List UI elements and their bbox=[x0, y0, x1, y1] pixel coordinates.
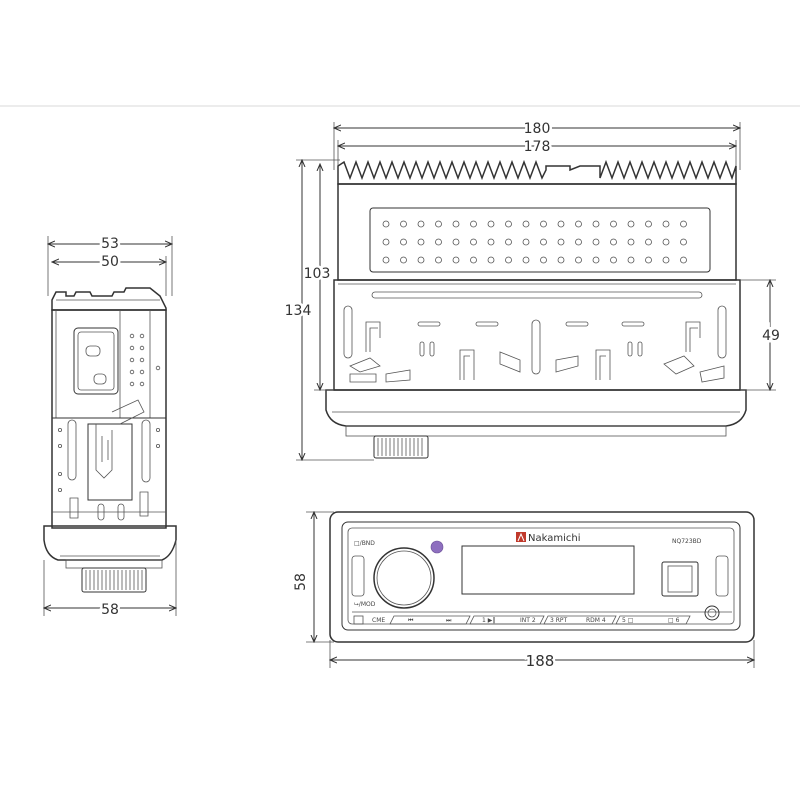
vent-hole bbox=[540, 220, 547, 228]
left-side-button[interactable] bbox=[351, 555, 365, 597]
vent-hole bbox=[680, 256, 687, 264]
vent-hole bbox=[400, 238, 407, 246]
cme-button[interactable]: CME bbox=[372, 617, 385, 624]
prev-button[interactable]: ⏮ bbox=[408, 617, 414, 624]
vent-hole bbox=[522, 256, 530, 264]
vent-hole bbox=[400, 256, 407, 264]
vent-hole bbox=[470, 256, 477, 264]
dim-front-58: 58 bbox=[293, 573, 309, 591]
vent-hole bbox=[382, 238, 390, 246]
front-view: Nakamichi NQ723BD □/BND ⮡/MOD CME ⏮ ⏭ 1 … bbox=[291, 512, 754, 673]
vent-hole bbox=[505, 256, 512, 264]
right-side-button[interactable] bbox=[715, 555, 729, 597]
preset-2-button[interactable]: INT 2 bbox=[520, 617, 536, 624]
vent-hole bbox=[645, 220, 652, 228]
vent-hole bbox=[487, 256, 495, 264]
preset-1-button[interactable]: 1 ▶‖ bbox=[482, 617, 495, 624]
vent-hole bbox=[400, 220, 407, 228]
band-button-label[interactable]: □/BND bbox=[354, 540, 375, 547]
side-view: 53 50 bbox=[44, 234, 176, 621]
vent-hole bbox=[470, 220, 477, 228]
dim-right-49: 49 bbox=[762, 328, 780, 344]
sd-card-slot[interactable] bbox=[661, 561, 699, 597]
brand-name: Nakamichi bbox=[528, 533, 581, 544]
vent-hole bbox=[540, 238, 547, 246]
vent-hole bbox=[680, 238, 687, 246]
vent-hole bbox=[487, 220, 495, 228]
vent-hole bbox=[382, 256, 390, 264]
usb-icon bbox=[353, 615, 364, 625]
vent-hole bbox=[627, 220, 635, 228]
vent-hole bbox=[487, 238, 495, 246]
vent-hole bbox=[557, 220, 565, 228]
vent-hole bbox=[575, 238, 582, 246]
dim-side-53: 53 bbox=[101, 236, 119, 252]
vent-hole bbox=[680, 220, 687, 228]
vent-hole bbox=[417, 220, 425, 228]
preset-4-button[interactable]: RDM 4 bbox=[586, 617, 606, 624]
vent-hole bbox=[627, 238, 635, 246]
dim-side-58: 58 bbox=[101, 602, 119, 618]
vent-hole bbox=[540, 256, 547, 264]
vent-hole bbox=[452, 220, 460, 228]
vent-hole bbox=[575, 256, 582, 264]
header-divider bbox=[0, 105, 800, 107]
vent-hole bbox=[610, 256, 617, 264]
vent-hole bbox=[435, 220, 442, 228]
vent-hole bbox=[470, 238, 477, 246]
vent-hole bbox=[575, 220, 582, 228]
top-view: 180 178 bbox=[282, 119, 782, 460]
aux-port[interactable] bbox=[704, 605, 720, 621]
vent-hole bbox=[452, 256, 460, 264]
vent-hole bbox=[452, 238, 460, 246]
vent-hole bbox=[627, 256, 635, 264]
preset-6-button[interactable]: □ 6 bbox=[668, 617, 680, 624]
dim-front-188: 188 bbox=[526, 652, 555, 670]
model-number: NQ723BD bbox=[672, 538, 702, 545]
dim-top-134: 134 bbox=[285, 303, 312, 319]
vent-hole bbox=[417, 256, 425, 264]
brand-logo-icon bbox=[516, 532, 526, 542]
preset-3-button[interactable]: 3 RPT bbox=[550, 617, 568, 624]
dim-top-180: 180 bbox=[524, 121, 551, 137]
dim-top-178: 178 bbox=[524, 139, 551, 155]
vent-hole bbox=[662, 256, 670, 264]
vent-hole bbox=[435, 256, 442, 264]
vent-hole bbox=[435, 238, 442, 246]
vent-hole bbox=[522, 220, 530, 228]
vent-hole bbox=[557, 256, 565, 264]
preset-5-button[interactable]: 5 □ bbox=[622, 617, 633, 624]
vent-hole bbox=[645, 238, 652, 246]
vent-hole bbox=[505, 220, 512, 228]
dim-top-103: 103 bbox=[304, 266, 331, 282]
next-button[interactable]: ⏭ bbox=[446, 617, 452, 624]
vent-hole bbox=[610, 238, 617, 246]
vent-hole bbox=[662, 220, 670, 228]
purple-indicator-button[interactable] bbox=[430, 540, 444, 554]
vent-hole bbox=[592, 238, 600, 246]
vent-hole bbox=[417, 238, 425, 246]
vent-hole bbox=[592, 256, 600, 264]
vent-hole bbox=[505, 238, 512, 246]
vent-hole bbox=[522, 238, 530, 246]
vent-holes bbox=[382, 220, 687, 264]
vent-hole bbox=[382, 220, 390, 228]
mod-button-label[interactable]: ⮡/MOD bbox=[354, 601, 376, 608]
vent-hole bbox=[645, 256, 652, 264]
dim-side-50: 50 bbox=[101, 254, 119, 270]
vent-hole bbox=[662, 238, 670, 246]
vent-hole bbox=[610, 220, 617, 228]
vent-hole bbox=[557, 238, 565, 246]
vent-hole bbox=[592, 220, 600, 228]
